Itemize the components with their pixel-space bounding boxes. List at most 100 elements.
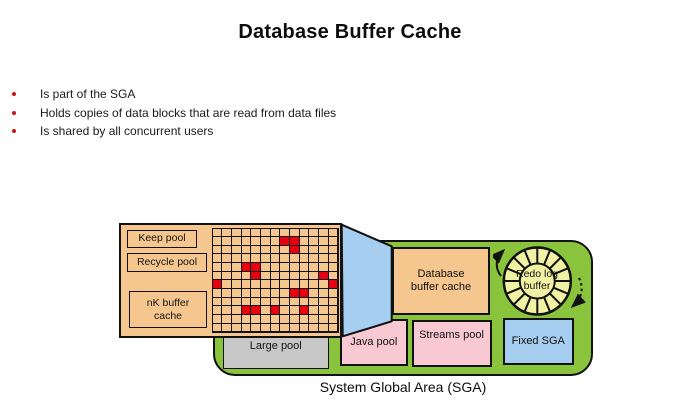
grid-cell [270,254,280,263]
grid-cell [309,245,319,254]
grid-cell [241,254,251,263]
list-item: Is shared by all concurrent users [12,122,336,140]
recycle-pool-label: Recycle pool [136,255,198,268]
grid-cell [319,306,328,315]
wheel-spoke [512,292,526,306]
grid-cell [309,254,319,263]
grid-cell [270,245,280,254]
grid-cell [328,263,338,271]
grid-cell [222,323,231,332]
grid-cell [241,289,251,297]
grid-cell [299,237,309,245]
slide-title: Database Buffer Cache [238,21,462,43]
grid-cell [280,306,290,315]
large-pool-label: Large pool [249,340,302,352]
grid-cell [309,306,319,315]
grid-cell [222,306,231,315]
cached-block [280,237,290,245]
grid-cell [212,289,222,297]
buffer-cache-panel: Keep pool Recycle pool nK buffer cache [119,223,342,338]
grid-cell [231,323,241,332]
grid-cell [231,315,241,323]
grid-cell [270,280,280,289]
grid-cell [222,263,231,271]
grid-cell [299,263,309,271]
cached-block [212,280,222,289]
grid-cell [251,323,260,332]
grid-cell [319,315,328,323]
grid-cell [309,237,319,245]
list-item: Is part of the SGA [12,85,336,103]
cached-block [299,289,309,297]
sga-caption: System Global Area (SGA) [319,379,487,395]
grid-cell [222,297,231,306]
wheel-spoke [548,256,562,270]
wheel-spoke [523,249,532,266]
grid-cell [280,245,290,254]
grid-cell [290,228,299,237]
cached-block [241,263,251,271]
grid-cell [290,280,299,289]
grid-cell [319,237,328,245]
grid-cell [212,306,222,315]
grid-cell [212,245,222,254]
grid-cell [212,271,222,280]
grid-cell [280,323,290,332]
grid-cell [299,297,309,306]
rotation-arrow-solid [493,248,506,277]
grid-cell [222,315,231,323]
cached-block [290,237,299,245]
grid-cell [270,271,280,280]
nk-buffer-cache-label: nK buffer cache [146,296,190,322]
grid-cell [251,254,260,263]
grid-cell [319,280,328,289]
redo-log-wheel-icon [493,246,586,316]
grid-cell [299,228,309,237]
grid-cell [280,315,290,323]
grid-cell [270,263,280,271]
grid-cell [231,280,241,289]
grid-cell [231,237,241,245]
database-buffer-cache-box: Database buffer cache [392,246,490,315]
grid-cell [260,254,270,263]
grid-cell [231,245,241,254]
grid-cell [290,271,299,280]
grid-cell [241,323,251,332]
wheel-spoke [523,296,532,313]
fixed-sga-box: Fixed SGA [503,318,574,365]
grid-cell [212,237,222,245]
grid-cell [328,228,338,237]
grid-cell [290,323,299,332]
recycle-pool-box: Recycle pool [127,253,207,272]
large-pool-box: Large pool [223,336,329,369]
grid-cell [319,254,328,263]
grid-cell [260,228,270,237]
grid-cell [231,271,241,280]
grid-cell [299,280,309,289]
grid-cell [280,263,290,271]
grid-cell [319,297,328,306]
grid-cell [270,323,280,332]
grid-cell [328,237,338,245]
cached-block [290,245,299,254]
grid-cell [260,263,270,271]
bullet-icon [12,110,16,115]
grid-cell [222,245,231,254]
grid-cell [319,323,328,332]
grid-cell [251,289,260,297]
java-pool-label: Java pool [350,335,398,348]
grid-cell [328,315,338,323]
list-item: Holds copies of data blocks that are rea… [12,103,336,121]
bullet-text: Is shared by all concurrent users [40,123,214,138]
grid-cell [309,289,319,297]
wheel-spoke [505,286,522,295]
grid-cell [231,263,241,271]
grid-cell [270,315,280,323]
grid-cell [231,254,241,263]
grid-cell [231,306,241,315]
grid-cell [280,254,290,263]
grid-cell [309,271,319,280]
grid-cell [241,315,251,323]
grid-cell [251,297,260,306]
